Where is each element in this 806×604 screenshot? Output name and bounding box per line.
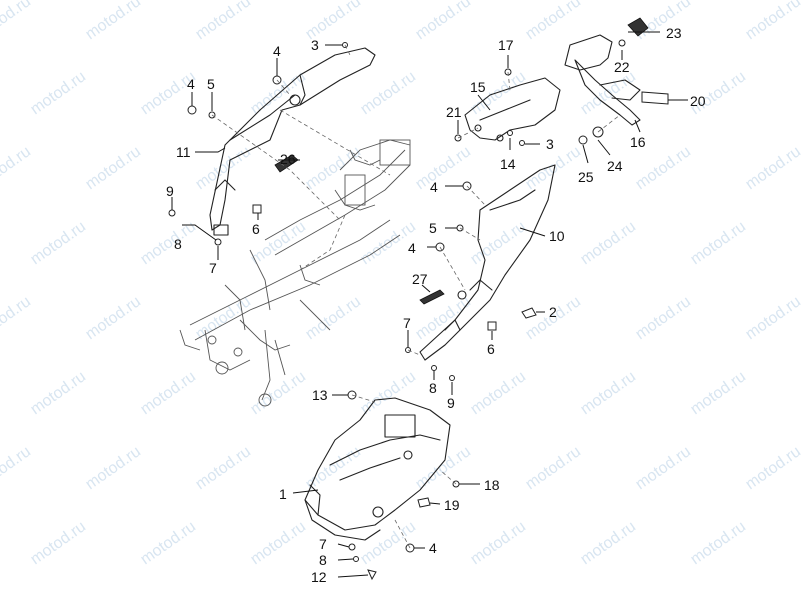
callout-11: 11 — [176, 144, 191, 160]
watermark-text: motod.ru — [193, 293, 254, 343]
watermark-text: motod.ru — [83, 0, 144, 43]
watermark-text: motod.ru — [28, 68, 89, 118]
callout-6: 6 — [487, 341, 495, 357]
callout-7: 7 — [319, 536, 327, 552]
watermark-text: motod.ru — [688, 218, 749, 268]
callout-8: 8 — [174, 236, 182, 252]
callout-25: 25 — [578, 169, 594, 185]
callout-3: 3 — [311, 37, 319, 53]
watermark-text: motod.ru — [303, 143, 364, 193]
watermark-text: motod.ru — [193, 443, 254, 493]
watermark-text: motod.ru — [688, 368, 749, 418]
watermark-text: motod.ru — [468, 518, 529, 568]
watermark-text: motod.ru — [578, 68, 639, 118]
watermark-text: motod.ru — [83, 143, 144, 193]
watermark-text: motod.ru — [743, 443, 804, 493]
callout-7: 7 — [403, 315, 411, 331]
callout-6: 6 — [252, 221, 260, 237]
watermark-text: motod.ru — [248, 368, 309, 418]
callout-4: 4 — [430, 179, 438, 195]
part-1-rear-fender — [304, 397, 451, 541]
callout-4: 4 — [273, 43, 281, 59]
watermark-text: motod.ru — [468, 218, 529, 268]
watermark-text: motod.ru — [28, 218, 89, 268]
watermark-text: motod.ru — [633, 143, 694, 193]
callout-5: 5 — [207, 76, 215, 92]
callout-19: 19 — [444, 497, 460, 513]
watermark-text: motod.ru — [248, 518, 309, 568]
callout-4: 4 — [187, 76, 195, 92]
watermark-text: motod.ru — [358, 68, 419, 118]
callout-7: 7 — [209, 260, 217, 276]
watermark-text: motod.ru — [578, 218, 639, 268]
callout-8: 8 — [429, 380, 437, 396]
callout-3: 3 — [546, 136, 554, 152]
watermark-text: motod.ru — [633, 443, 694, 493]
callout-9: 9 — [166, 183, 174, 199]
watermark-text: motod.ru — [193, 0, 254, 43]
watermark-text: motod.ru — [0, 0, 34, 43]
watermark-text: motod.ru — [578, 368, 639, 418]
callout-2: 2 — [549, 304, 557, 320]
callout-26: 26 — [280, 151, 296, 167]
watermark-text: motod.ru — [743, 143, 804, 193]
watermark-text: motod.ru — [83, 443, 144, 493]
callout-23: 23 — [666, 25, 682, 41]
callout-21: 21 — [446, 104, 462, 120]
watermark-layer: motod.ru motod.ru motod.ru motod.ru motod.ru… — [0, 0, 804, 568]
watermark-text: motod.ru — [303, 293, 364, 343]
watermark-text: motod.ru — [743, 293, 804, 343]
watermark-text: motod.ru — [28, 518, 89, 568]
callout-27: 27 — [412, 271, 428, 287]
callout-5: 5 — [429, 220, 437, 236]
watermark-text: motod.ru — [0, 143, 34, 193]
callout-16: 16 — [630, 134, 646, 150]
watermark-text: motod.ru — [138, 368, 199, 418]
watermark-text: motod.ru — [523, 0, 584, 43]
watermark-text: motod.ru — [138, 218, 199, 268]
callout-4: 4 — [429, 540, 437, 556]
callout-12: 12 — [311, 569, 327, 585]
watermark-text: motod.ru — [743, 0, 804, 43]
watermark-text: motod.ru — [633, 293, 694, 343]
watermark-text: motod.ru — [0, 443, 34, 493]
callout-18: 18 — [484, 477, 500, 493]
callout-20: 20 — [690, 93, 706, 109]
watermark-text: motod.ru — [138, 518, 199, 568]
watermark-text: motod.ru — [578, 518, 639, 568]
callout-10: 10 — [549, 228, 565, 244]
hardware-fasteners — [168, 39, 626, 581]
callout-4: 4 — [408, 240, 416, 256]
callout-1: 1 — [279, 486, 287, 502]
part-11-left-rail — [209, 47, 376, 236]
watermark-text: motod.ru — [523, 443, 584, 493]
watermark-text: motod.ru — [28, 368, 89, 418]
watermark-text: motod.ru — [468, 368, 529, 418]
callout-24: 24 — [607, 158, 623, 174]
callout-labels: 23 3 17 4 4 5 22 15 20 21 16 11 26 3 14 … — [166, 25, 706, 585]
callout-17: 17 — [498, 37, 514, 53]
watermark-text: motod.ru — [413, 443, 474, 493]
watermark-text: motod.ru — [0, 293, 34, 343]
callout-22: 22 — [614, 59, 630, 75]
part-20-plate-light — [641, 91, 669, 105]
watermark-text: motod.ru — [83, 293, 144, 343]
part-10-right-side-cover — [419, 164, 556, 361]
part-15-tail-support — [464, 77, 561, 142]
watermark-text: motod.ru — [358, 518, 419, 568]
callout-8: 8 — [319, 552, 327, 568]
callout-14: 14 — [500, 156, 516, 172]
callout-15: 15 — [470, 79, 486, 95]
watermark-text: motod.ru — [413, 0, 474, 43]
watermark-text: motod.ru — [688, 518, 749, 568]
assembly-lines — [211, 44, 621, 549]
callout-9: 9 — [447, 395, 455, 411]
leader-lines — [171, 31, 688, 578]
callout-13: 13 — [312, 387, 328, 403]
